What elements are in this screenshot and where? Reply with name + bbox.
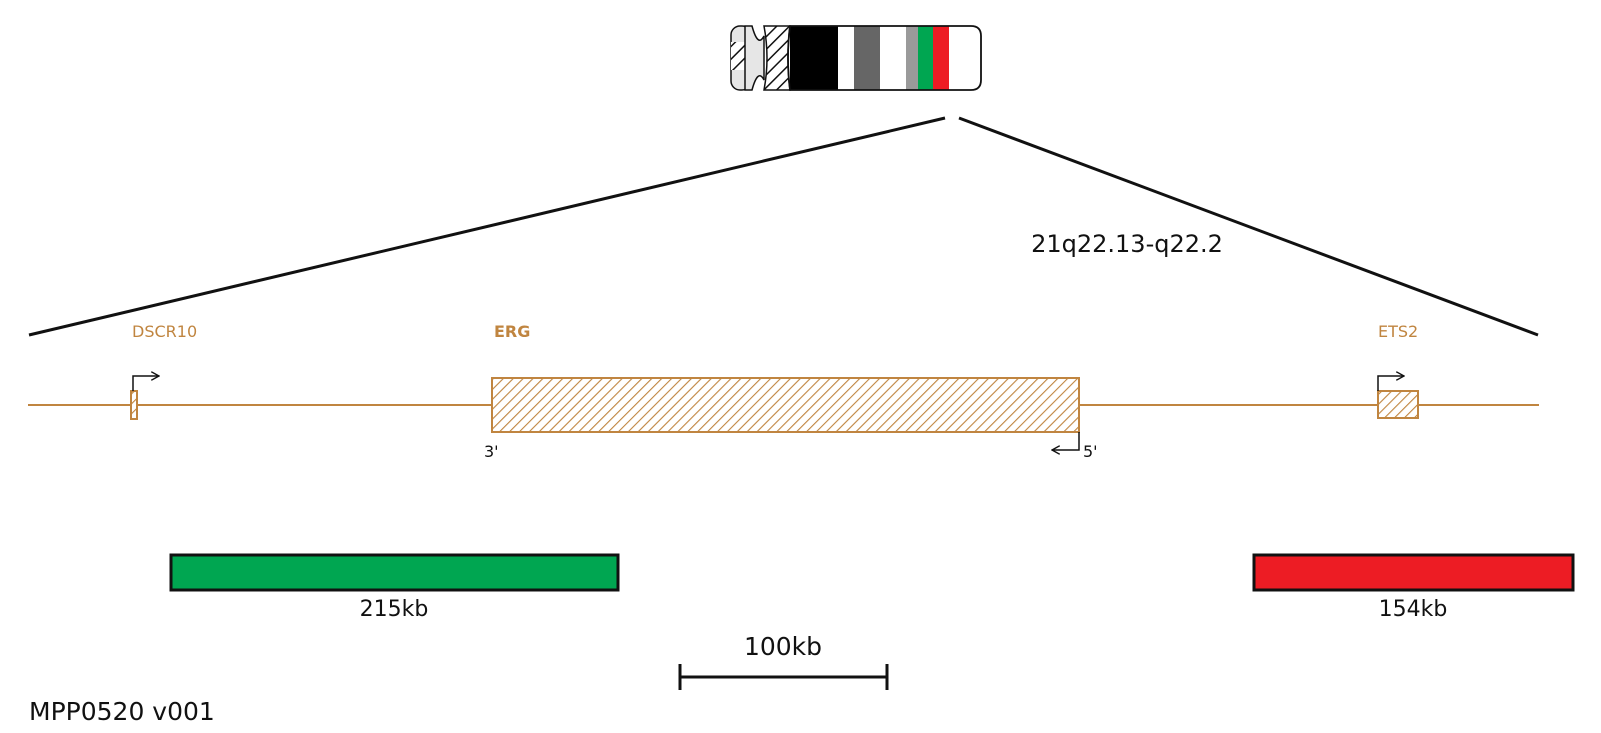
probe-bar-red — [1252, 553, 1575, 592]
zoom-line-right — [958, 116, 1539, 337]
band-white-1 — [838, 26, 854, 90]
gene-body-dscr10 — [130, 390, 138, 420]
gene-body-ets2 — [1377, 390, 1419, 419]
chromosome-q-arm-bands — [790, 26, 981, 90]
tss-arrow-ets2 — [1377, 376, 1404, 391]
tss-arrow-dscr10 — [132, 376, 159, 391]
region-label: 21q22.13-q22.2 — [1031, 230, 1223, 258]
band-white-3 — [949, 26, 981, 90]
chromosome-q-arm-heterochromatin — [763, 25, 791, 91]
probe-size-label-green: 215kb — [360, 597, 429, 622]
erg-3-prime-label: 3' — [484, 442, 499, 461]
zoom-line-left — [28, 116, 946, 337]
band-black — [790, 26, 838, 90]
erg-5-prime-label: 5' — [1083, 442, 1098, 461]
probe-bar-green — [169, 553, 620, 592]
probe-size-label-red: 154kb — [1379, 597, 1448, 622]
gene-body-erg — [491, 377, 1080, 433]
chromosome-centromere — [744, 25, 765, 91]
scale-bar-label: 100kb — [744, 632, 822, 661]
band-dark-gray — [854, 26, 880, 90]
band-green-probe — [918, 26, 933, 90]
chromosome-q-arm-outline — [787, 25, 982, 91]
band-white-2 — [880, 26, 906, 90]
tss-arrow-erg — [1052, 432, 1080, 450]
gene-label-dscr10: DSCR10 — [132, 322, 197, 341]
band-red-probe — [933, 26, 949, 90]
gene-label-erg: ERG — [494, 322, 530, 341]
product-code: MPP0520 v001 — [29, 697, 215, 726]
scale-bar — [678, 664, 889, 690]
gene-label-ets2: ETS2 — [1378, 322, 1418, 341]
band-gray — [906, 26, 918, 90]
chromosome-ideogram — [730, 25, 982, 91]
